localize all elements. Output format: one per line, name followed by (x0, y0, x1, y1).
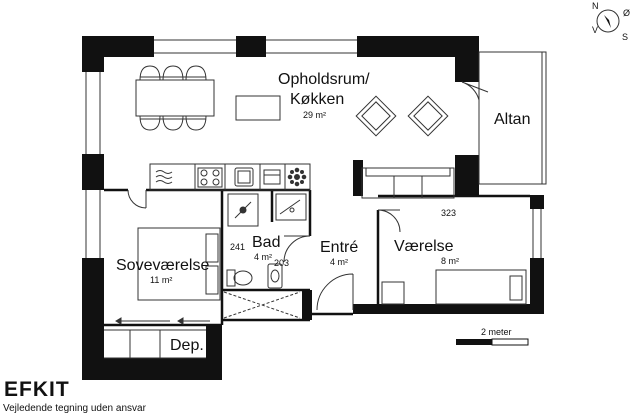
wall-bottom-dep (206, 325, 222, 380)
coffee-table (235, 95, 281, 121)
wardrobe (104, 317, 210, 359)
armchair-seat (361, 101, 391, 131)
fan-icon (287, 167, 307, 187)
armchair (355, 95, 397, 137)
wall-left-low (82, 258, 104, 316)
disclaimer: Vejledende tegning uden ansvar (3, 403, 146, 414)
wall-entrance-jamb (353, 160, 363, 196)
bed (137, 227, 221, 301)
balcony-door (461, 81, 489, 101)
hob-icon (197, 167, 223, 188)
chair (139, 65, 161, 81)
windows (85, 39, 542, 258)
chair (185, 115, 207, 131)
wall-right-room-b (530, 258, 544, 314)
wall-left-mid (82, 154, 104, 190)
compass-ring (596, 9, 620, 33)
door-mark (279, 199, 301, 215)
sofa-body (361, 167, 455, 199)
kitchen-counter (149, 163, 311, 191)
entrance-door (316, 273, 354, 311)
compass-icon (596, 9, 620, 33)
bed (435, 269, 527, 305)
floor-drain-area (223, 291, 301, 319)
washbasin-icon (267, 263, 283, 289)
wall-bottom-left (82, 358, 222, 380)
armchair-seat (413, 101, 443, 131)
chair (139, 115, 161, 131)
dimension-323: 323 (441, 208, 456, 218)
bath-fixtures (223, 193, 307, 319)
dining-table (135, 79, 215, 117)
shower-area (227, 193, 259, 227)
scale-label: 2 meter (481, 327, 512, 337)
pillow (509, 275, 523, 301)
brand-logo: EFKIT (4, 378, 70, 401)
shower-icon (234, 201, 252, 219)
balcony-outline (478, 51, 547, 185)
compass-n: N (592, 1, 599, 11)
pillow (205, 233, 219, 263)
bedroom-area: 11 m² (150, 275, 172, 285)
bath-door (283, 235, 311, 263)
wall-top-mid (236, 36, 266, 57)
compass-needle (604, 15, 611, 28)
compass-o: Ø (623, 8, 630, 18)
compass-v: V (592, 25, 598, 35)
wall-right-mid (455, 155, 479, 195)
walls (82, 36, 544, 380)
armchair (407, 95, 449, 137)
living-label-2: Køkken (290, 91, 344, 108)
scale-white (491, 338, 529, 346)
bath-area: 4 m² (254, 252, 272, 262)
desk (381, 281, 405, 305)
toilet-icon (226, 269, 253, 287)
counter (149, 163, 311, 191)
double-bed (137, 227, 221, 301)
room-door (377, 209, 401, 233)
wall-right-top (455, 36, 479, 82)
balcony (461, 51, 547, 185)
wall-room-bottom (353, 304, 544, 314)
pillow (205, 265, 219, 295)
bedroom-door (127, 189, 147, 209)
drain (289, 207, 295, 213)
oven-icon (155, 170, 173, 184)
dishwasher-icon (263, 169, 281, 185)
bedroom-label: Soveværelse (116, 257, 209, 274)
entrance-label: Entré (320, 239, 358, 256)
bath-label: Bad (252, 234, 280, 251)
wall-left-top (82, 36, 104, 72)
room-label: Værelse (394, 238, 454, 255)
scale-bar (456, 338, 529, 346)
storage-label: Dep. (170, 337, 204, 354)
doors (127, 189, 401, 311)
room-area: 8 m² (441, 256, 459, 266)
sink-icon (234, 167, 254, 187)
sofa (361, 167, 455, 199)
dimension-241: 241 (230, 242, 245, 252)
chair (185, 65, 207, 81)
wall-top-right (357, 36, 458, 57)
single-bed (381, 269, 527, 305)
armchairs (355, 95, 449, 137)
living-label-1: Opholdsrum/ (278, 71, 370, 88)
chair (162, 65, 184, 81)
wall-right-room (530, 195, 544, 209)
arrow-head (115, 317, 184, 325)
balcony-label: Altan (494, 111, 530, 128)
compass-s: S (622, 32, 628, 42)
dining-set (135, 65, 215, 131)
chair (162, 115, 184, 131)
living-area: 29 m² (303, 110, 326, 120)
entrance-area: 4 m² (330, 257, 348, 267)
wall-bath-block (302, 290, 312, 320)
cabinet (275, 193, 307, 221)
sofa-back (365, 167, 451, 177)
scale-black (456, 339, 492, 345)
dimension-203: 203 (274, 258, 289, 268)
